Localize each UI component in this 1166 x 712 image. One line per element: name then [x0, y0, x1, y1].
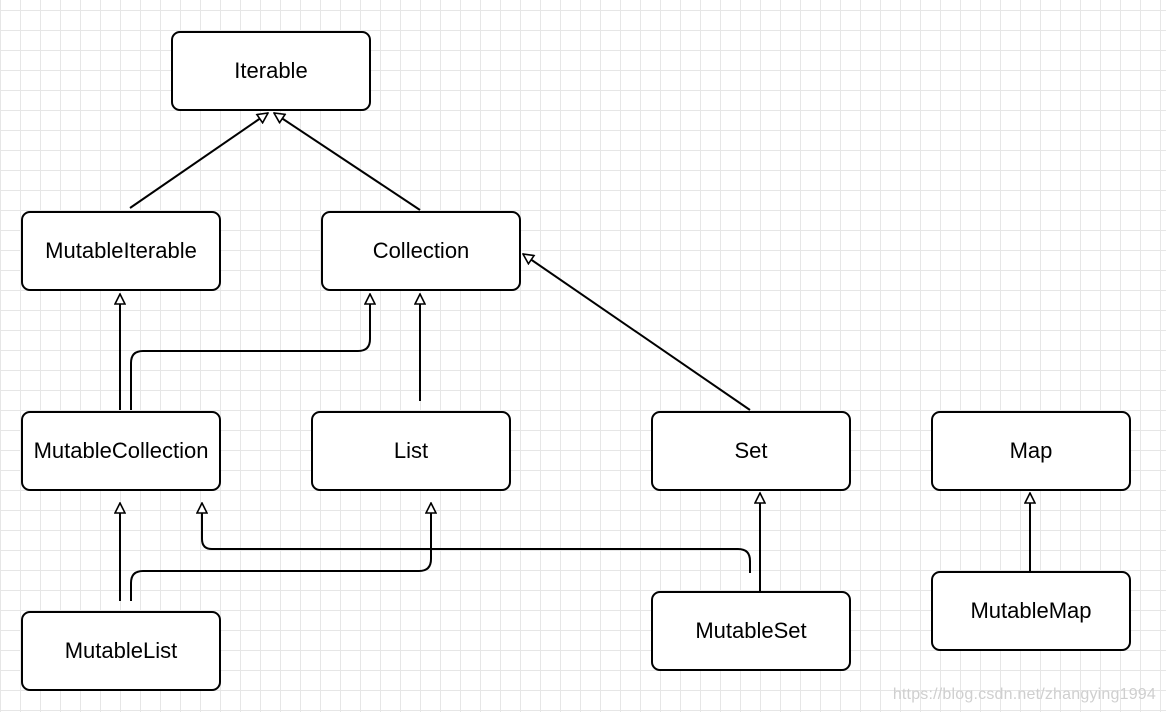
class-node-mutableiterable[interactable]: MutableIterable	[21, 211, 221, 291]
class-name: MutableSet	[695, 618, 807, 643]
class-name: Map	[1009, 438, 1053, 463]
edge-mutablecollection-to-collection	[130, 294, 370, 410]
edge-collection-to-iterable	[274, 113, 421, 211]
class-name: MutableList	[64, 638, 178, 663]
class-node-mutablelist[interactable]: MutableList	[21, 611, 221, 691]
class-node-mutableset[interactable]: MutableSet	[651, 591, 851, 671]
class-name: Set	[734, 438, 768, 463]
class-name: MutableCollection	[33, 438, 209, 463]
class-name: List	[393, 438, 429, 463]
class-name: Collection	[372, 238, 470, 263]
watermark: https://blog.csdn.net/zhangying1994	[892, 686, 1156, 703]
edge-set-to-collection	[523, 254, 751, 411]
edge-mutablelist-to-list	[130, 503, 431, 601]
class-name: MutableIterable	[45, 238, 197, 263]
class-name: MutableMap	[970, 598, 1092, 623]
class-node-mutablemap[interactable]: MutableMap	[931, 571, 1131, 651]
class-node-map[interactable]: Map	[931, 411, 1131, 491]
edge-mutableiterable-to-iterable	[129, 113, 268, 209]
class-node-list[interactable]: List	[311, 411, 511, 491]
class-node-set[interactable]: Set	[651, 411, 851, 491]
class-node-iterable[interactable]: Iterable	[171, 31, 371, 111]
class-node-collection[interactable]: Collection	[321, 211, 521, 291]
class-name: Iterable	[234, 58, 308, 83]
class-node-mutablecollection[interactable]: MutableCollection	[21, 411, 221, 491]
edge-mutableset-to-mutablecollection	[202, 503, 751, 573]
